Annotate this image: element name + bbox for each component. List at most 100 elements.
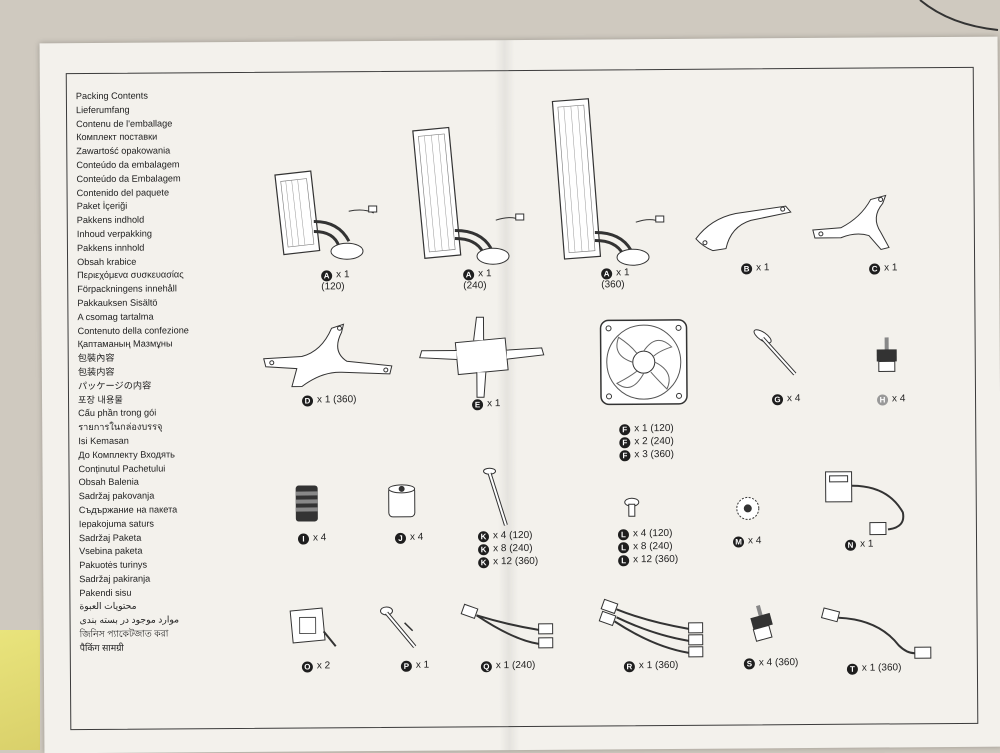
badge-f: F xyxy=(619,449,631,461)
language-line: Contenuto della confezione xyxy=(77,324,189,336)
language-line: محتويات العبوة xyxy=(79,601,137,612)
qty-n: x 1 xyxy=(860,538,874,550)
qty-m: x 4 xyxy=(747,535,762,547)
qty-r: x 1 (360) xyxy=(638,659,679,672)
part-q: Q x 1 (240) xyxy=(458,600,568,673)
badge-j: J xyxy=(394,532,407,544)
language-line: Iepakojuma saturs xyxy=(78,518,154,529)
language-line: Conținutul Pachetului xyxy=(78,463,166,474)
part-m: M x 4 xyxy=(732,493,763,548)
qty-k-240: x 8 (240) xyxy=(493,542,533,555)
qty-b: x 1 xyxy=(756,262,770,274)
language-line: Vsebina paketa xyxy=(79,545,143,557)
language-line: Pakuotės turinys xyxy=(79,559,148,571)
qty-f-360: x 3 (360) xyxy=(634,448,674,461)
language-line: জিনিস প্যাকেটজাত করা xyxy=(79,628,169,640)
language-line: Περιεχόμενα συσκευασίας xyxy=(77,269,184,281)
nut-i-icon xyxy=(295,485,318,522)
power-cable-n-icon xyxy=(825,471,905,536)
badge-m: M xyxy=(732,535,745,548)
language-line: Conteúdo da Embalagem xyxy=(76,173,181,184)
cable-decoration xyxy=(919,0,999,31)
qty-h: x 4 xyxy=(891,393,906,405)
qty-f-240: x 2 (240) xyxy=(634,435,674,448)
badge-k: K xyxy=(477,530,490,542)
qty-k-360: x 12 (360) xyxy=(493,555,539,568)
qty-t: x 1 (360) xyxy=(861,662,902,674)
language-line: Contenu de l'emballage xyxy=(76,118,173,129)
language-line: パッケージの内容 xyxy=(77,380,152,391)
badge-l: L xyxy=(617,528,630,540)
badge-i: I xyxy=(297,532,310,545)
language-line: A csomag tartalma xyxy=(77,311,154,322)
part-a-360: A x 1 (360) xyxy=(550,94,671,291)
screw-g-icon xyxy=(753,329,797,376)
badge-b: B xyxy=(741,262,753,274)
badge-a: A xyxy=(321,269,333,281)
qty-d: x 1 (360) xyxy=(316,394,357,406)
qty-o: x 2 xyxy=(316,660,331,672)
language-line: Қаптаманың Мазмұны xyxy=(77,338,173,350)
language-line: 包裝內容 xyxy=(77,352,115,364)
language-line: Obsah krabice xyxy=(77,256,137,267)
language-line: Lieferumfang xyxy=(75,104,130,115)
language-line: Zawartość opakowania xyxy=(76,145,171,157)
badge-d: D xyxy=(301,394,314,407)
badge-p: P xyxy=(400,660,412,672)
size-a-360: (360) xyxy=(601,279,625,291)
badge-q: Q xyxy=(480,660,492,672)
size-a-240: (240) xyxy=(463,280,487,292)
badge-a: A xyxy=(601,267,613,279)
badge-s: S xyxy=(743,657,755,669)
language-line: Pakkens indhold xyxy=(76,214,145,226)
part-c: C x 1 xyxy=(811,187,922,275)
language-line: Pakkens innhold xyxy=(76,242,145,253)
radiator-360-icon xyxy=(551,98,665,266)
qty-s: x 4 (360) xyxy=(758,657,799,669)
badge-f: F xyxy=(619,423,631,435)
qty-a-240: x 1 xyxy=(478,268,492,280)
qty-i: x 4 xyxy=(312,532,327,544)
qty-g: x 4 xyxy=(786,393,801,405)
language-line: Sadržaj pakovanja xyxy=(78,490,155,502)
badge-o: O xyxy=(301,660,313,673)
qty-j: x 4 xyxy=(409,531,424,543)
part-d: D x 1 (360) xyxy=(261,316,402,407)
language-line: Sadržaj Paketa xyxy=(78,532,142,543)
radiator-240-icon xyxy=(412,126,525,265)
badge-c: C xyxy=(869,262,881,275)
bracket-c-icon xyxy=(812,194,890,251)
thermal-paste-p-icon xyxy=(380,606,417,649)
qty-e: x 1 xyxy=(487,398,501,410)
bracket-d-icon xyxy=(263,323,393,388)
language-line: Isi Kemasan xyxy=(78,435,129,447)
part-b: B x 1 xyxy=(691,198,802,275)
badge-t: T xyxy=(846,663,858,675)
badge-k: K xyxy=(478,556,490,568)
qty-l-120: x 4 (120) xyxy=(632,527,673,540)
part-a-240: A x 1 (240) xyxy=(410,120,531,292)
badge-e: E xyxy=(472,398,484,410)
language-line: पैकिंग सामग्री xyxy=(79,642,124,653)
splitter-q-icon xyxy=(460,603,554,649)
language-line: Obsah Balenia xyxy=(78,476,139,488)
badge-k: K xyxy=(478,543,490,555)
washer-m-icon xyxy=(736,496,760,520)
screw-k-icon xyxy=(483,467,508,526)
part-t: T x 1 (360) xyxy=(818,605,938,675)
background-corner xyxy=(0,630,40,750)
qty-p: x 1 xyxy=(415,659,430,671)
language-line: Contenido del paquete xyxy=(76,187,170,198)
language-line: Förpackningens innehåll xyxy=(77,283,177,295)
qty-c: x 1 xyxy=(884,262,898,274)
language-line: 包装内容 xyxy=(77,366,115,378)
size-a-120: (120) xyxy=(321,281,345,293)
qty-l-360: x 12 (360) xyxy=(633,553,679,566)
language-line: Conteúdo da embalagem xyxy=(76,159,180,171)
standoff-h-icon xyxy=(876,337,897,373)
part-h: H x 4 xyxy=(867,335,917,406)
part-r: R x 1 (360) xyxy=(598,597,719,673)
